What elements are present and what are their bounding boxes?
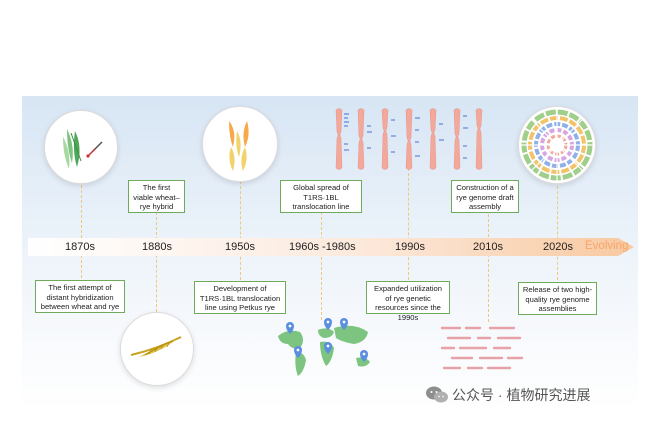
genome-assembly-lines-icon [438,322,530,374]
year-1880s: 1880s [142,241,172,253]
guide-line-2020s [557,176,558,280]
year-1870s: 1870s [65,241,95,253]
guide-line-2010s [488,214,489,322]
timeline-arrow [28,238,634,256]
wechat-icon [426,386,448,403]
guide-line-1950s [240,176,241,280]
wheat-spike-icon [44,110,118,184]
event-global-spread: Global spread of T1RS·1BL translocation … [280,180,362,213]
year-1990s: 1990s [395,241,425,253]
event-draft-assembly: Construction of a rye genome draft assem… [451,180,519,213]
year-2010s: 2010s [473,241,503,253]
guide-line-1960s [321,212,322,320]
event-first-attempt: The first attempt of distant hybridizati… [35,280,125,313]
guide-line-1870s [81,180,82,278]
guide-line-1880s [156,212,157,240]
hybrid-seedling-icon [120,312,194,386]
year-2020s: 2020s [543,241,573,253]
evolving-label: Evolving [585,240,629,252]
guide-line-1880s-lower [156,255,157,317]
event-two-assemblies: Release of two high-quality rye genome a… [518,282,597,315]
watermark-text: 公众号 · 植物研究进展 [452,387,591,403]
event-first-viable: The first viable wheat–rye hybrid [128,180,185,213]
year-1950s: 1950s [225,241,255,253]
guide-line-1990s [408,168,409,280]
event-t1rs-development: Development of T1RS·1BL translocation li… [194,281,286,314]
chromosome-icon [330,106,490,172]
circos-plot-icon [518,106,596,184]
year-1960s-1980s: 1960s -1980s [289,241,356,253]
event-expanded-utilization: Expanded utilization of rye genetic reso… [366,281,450,322]
rye-spike-icon [202,106,278,182]
world-map-icon [270,318,380,378]
